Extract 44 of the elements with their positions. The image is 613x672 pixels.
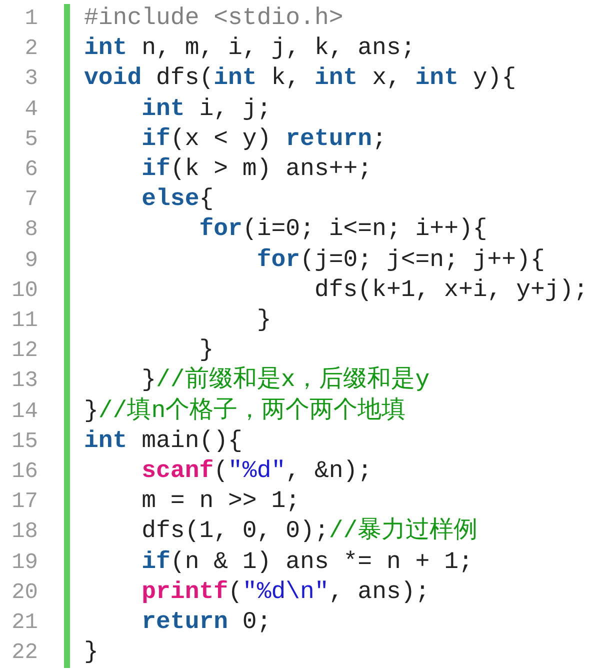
line-number: 6 (24, 156, 38, 184)
code-line: }//前缀和是x，后缀和是y (140, 367, 430, 396)
line-number: 21 (10, 609, 38, 637)
code-line: return 0; (140, 609, 272, 637)
line-number: 20 (10, 578, 38, 607)
code-line: #include <stdio.h> (84, 5, 344, 33)
code-line: int i, j; (140, 96, 272, 124)
line-number: 22 (10, 639, 38, 668)
line-number: 13 (10, 367, 38, 396)
code-line: if(n & 1) ans *= n + 1; (140, 548, 473, 577)
code-line: for(i=0; i<=n; i++){ (198, 216, 488, 244)
line-number: 15 (10, 428, 38, 456)
line-number: 11 (10, 307, 38, 335)
code-line: dfs(k+1, x+i, y+j); (313, 276, 588, 305)
code-line: } (256, 307, 272, 335)
line-number: 10 (10, 276, 38, 305)
line-number: 1 (24, 5, 38, 33)
line-number: 7 (24, 186, 38, 214)
code-line: } (198, 337, 214, 366)
code-line: if(x < y) return; (140, 126, 386, 154)
code-line: printf("%d\n", ans); (140, 578, 430, 607)
line-number: 14 (10, 398, 38, 426)
code-line: }//填n个格子，两个两个地填 (84, 398, 406, 426)
code-line: for(j=0; j<=n; j++){ (256, 246, 545, 275)
code-line: int main(){ (84, 428, 242, 456)
line-number: 19 (10, 548, 38, 577)
code-line: void dfs(int k, int x, int y){ (84, 65, 516, 94)
line-number: 8 (24, 216, 38, 244)
code-line: int n, m, i, j, k, ans; (84, 35, 416, 64)
line-number: 2 (24, 35, 38, 64)
line-number: 5 (24, 126, 38, 154)
line-number: 12 (10, 337, 38, 366)
line-number: 9 (24, 246, 38, 275)
line-number: 16 (10, 458, 38, 486)
code-line: else{ (140, 186, 214, 214)
code-line: m = n >> 1; (140, 488, 300, 516)
code-line: if(k > m) ans++; (140, 156, 372, 184)
line-number: 3 (24, 65, 38, 94)
line-number: 4 (24, 96, 38, 124)
code-line: } (84, 639, 98, 668)
line-number: 18 (10, 518, 38, 546)
code-line: dfs(1, 0, 0);//暴力过样例 (140, 518, 478, 546)
code-line: scanf("%d", &n); (140, 458, 372, 486)
line-number: 17 (10, 488, 38, 516)
